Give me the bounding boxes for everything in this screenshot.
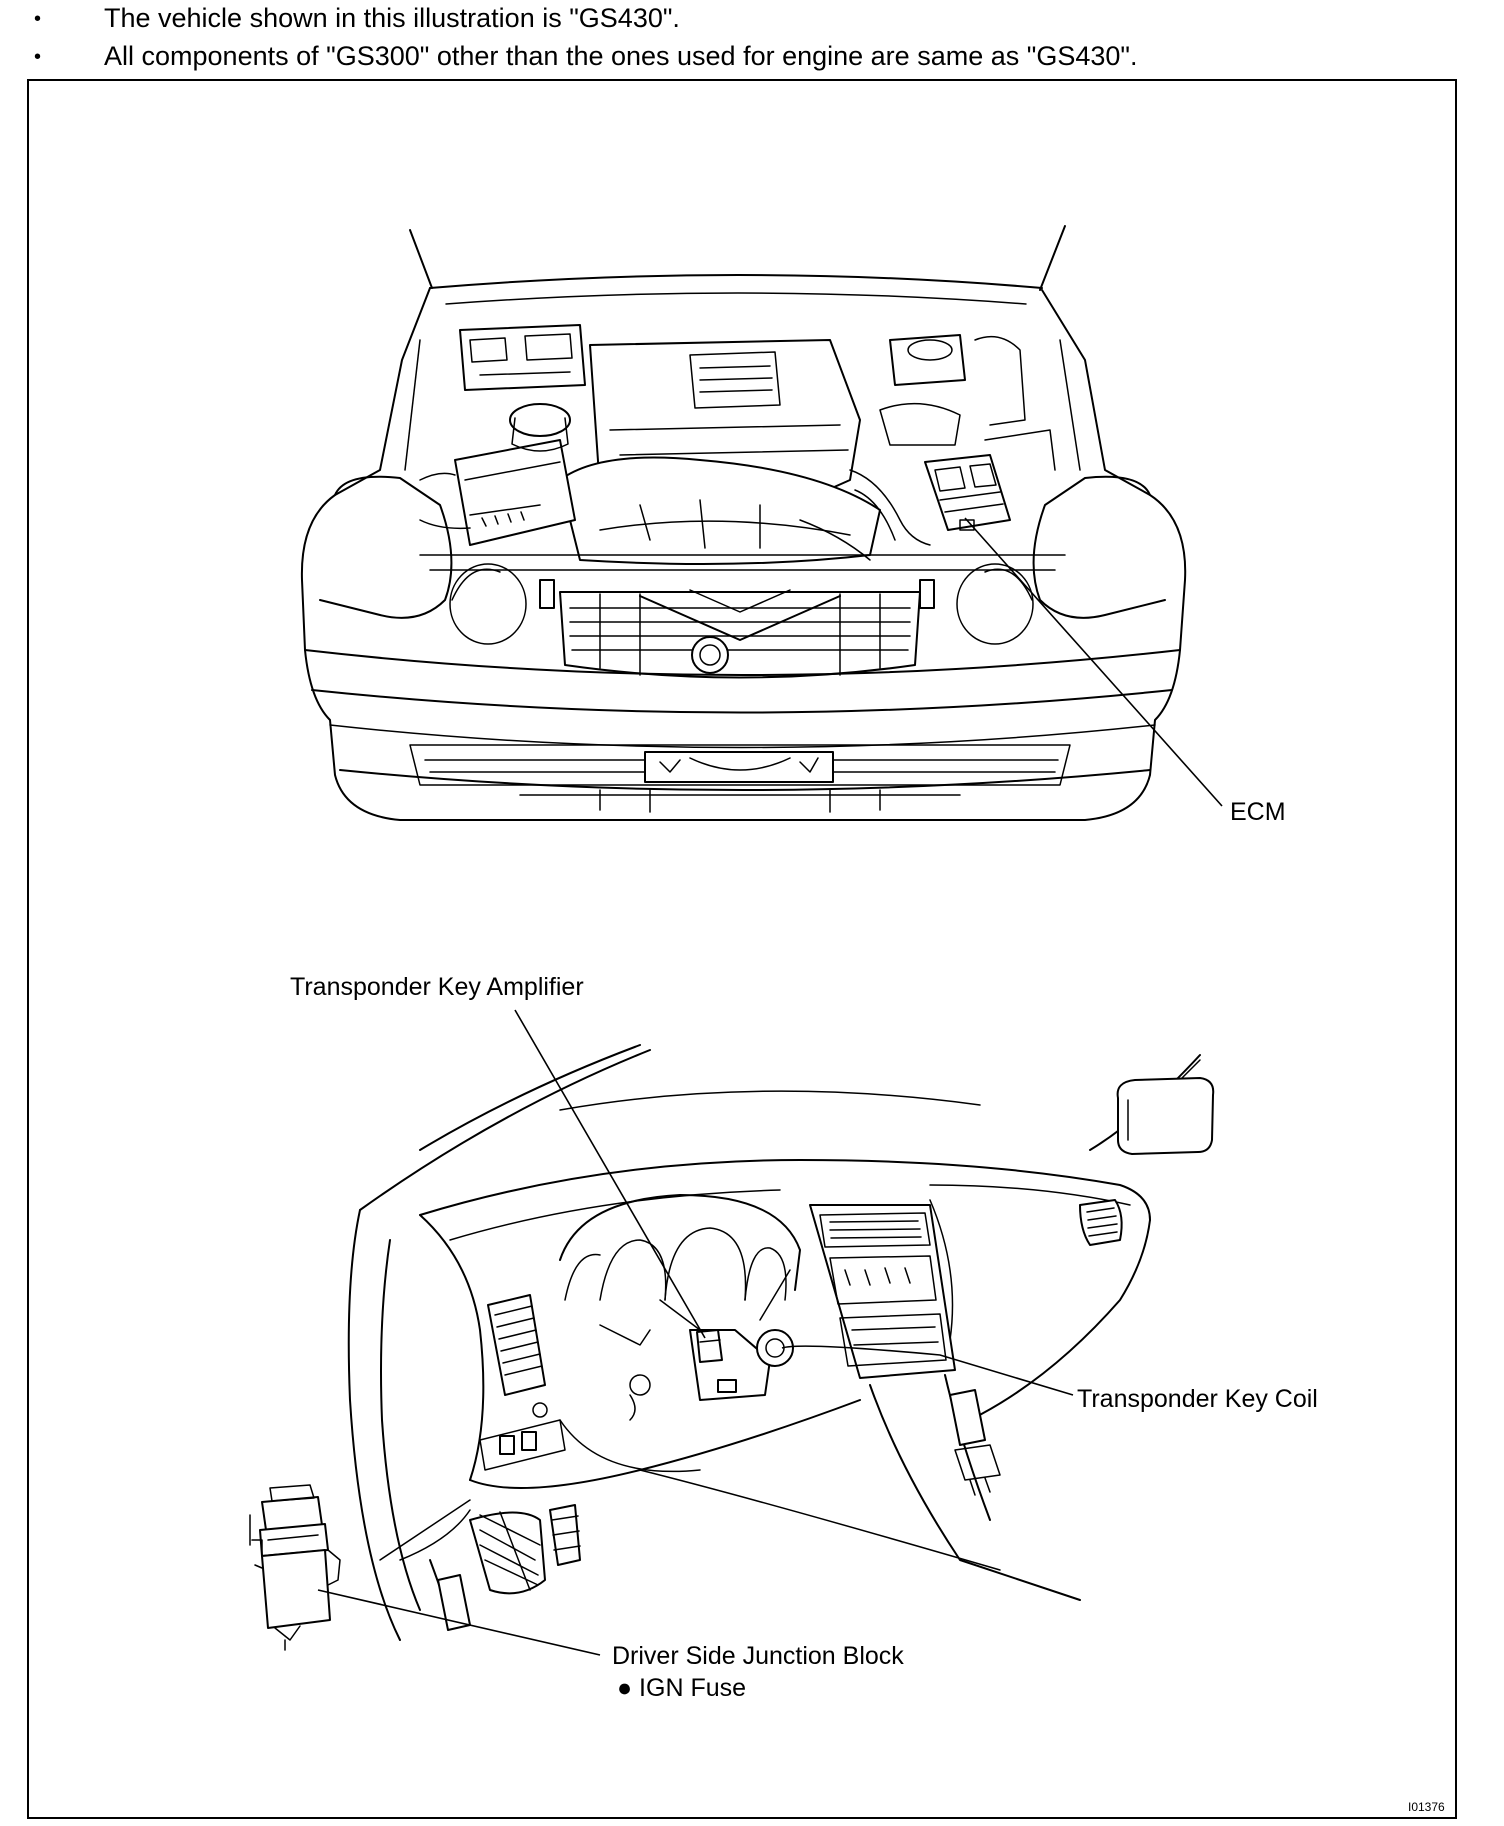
bullet: • [34,8,42,30]
ecm-component [924,454,1011,531]
ign-fuse-label: ● IGN Fuse [617,1674,747,1702]
dashboard-drawing [249,1044,1215,1651]
ecm-label: ECM [1230,798,1286,826]
engine-compartment-drawing [300,225,1187,821]
note-vehicle-shown: • The vehicle shown in this illustration … [34,2,680,35]
note-components-same: • All components of "GS300" other than th… [34,40,1137,73]
transponder-key-coil-component [756,1329,794,1367]
ecm-leader-line [964,517,1223,807]
note-text: The vehicle shown in this illustration i… [104,3,680,33]
transponder-key-coil-label: Transponder Key Coil [1077,1385,1318,1413]
note-text: All components of "GS300" other than the… [104,41,1138,71]
transponder-key-amplifier-label: Transponder Key Amplifier [290,973,584,1001]
amplifier-leader-line [514,1009,706,1339]
bullet: • [34,46,42,68]
figure-id: I01376 [1408,1800,1445,1814]
driver-side-junction-block-label: Driver Side Junction Block [612,1642,904,1670]
notes: • The vehicle shown in this illustration … [0,0,1504,80]
junction-block-leader-line [317,1589,601,1656]
coil-leader-line [781,1345,1074,1396]
transponder-key-amplifier-component [696,1329,737,1393]
driver-side-junction-block-component [249,1484,341,1651]
illustration-frame [27,79,1457,1819]
